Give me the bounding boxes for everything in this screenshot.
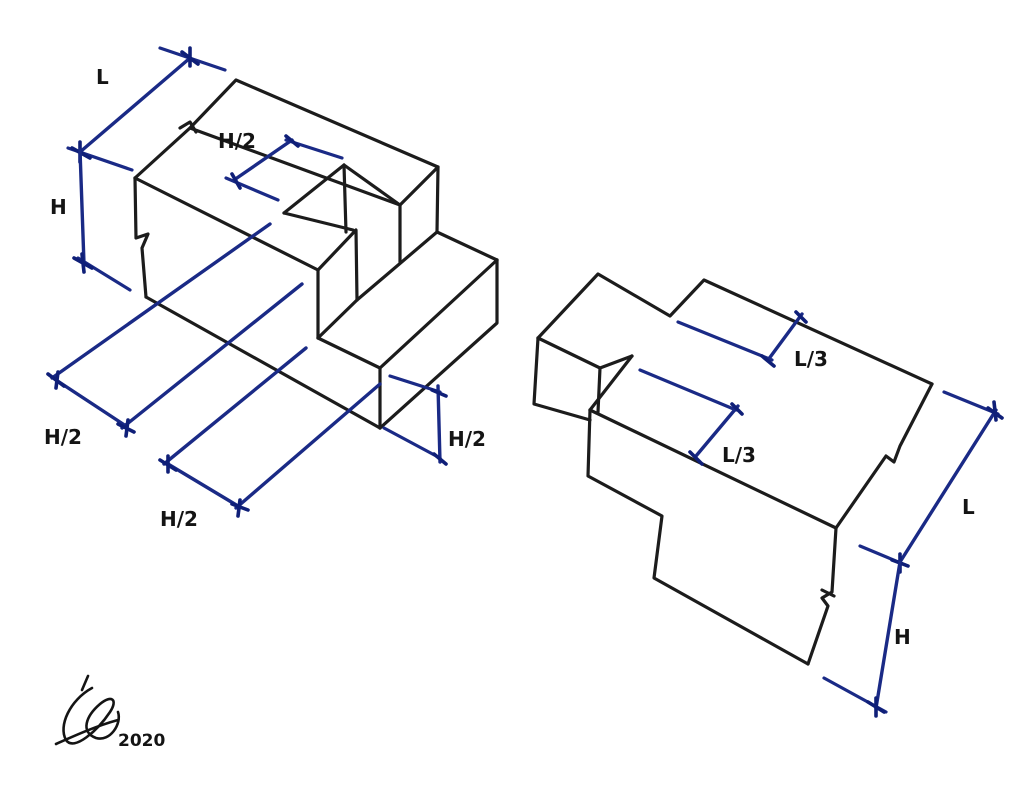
- left-block-object: [133, 78, 499, 430]
- left-dimensions: [46, 46, 448, 518]
- label-L: L: [96, 65, 109, 89]
- left-dimension-labels: L H H/2 H/2 H/2 H/2: [44, 65, 486, 531]
- label-H: H: [50, 195, 67, 219]
- right-dimension-labels: L/3 L/3 L H: [722, 347, 975, 649]
- label-bottom-half-1: H/2: [44, 425, 82, 449]
- right-block-object: [532, 272, 934, 666]
- label-right-H: H: [894, 625, 911, 649]
- label-top-half: H/2: [218, 129, 256, 153]
- signature-mark: [62, 686, 121, 745]
- label-third-1: L/3: [794, 347, 828, 371]
- label-right-half: H/2: [448, 427, 486, 451]
- label-right-L: L: [962, 495, 975, 519]
- signature: 2020: [54, 674, 165, 751]
- right-dimensions: [638, 310, 1004, 718]
- label-bottom-half-2: H/2: [160, 507, 198, 531]
- label-third-2: L/3: [722, 443, 756, 467]
- signature-year: 2020: [118, 731, 165, 751]
